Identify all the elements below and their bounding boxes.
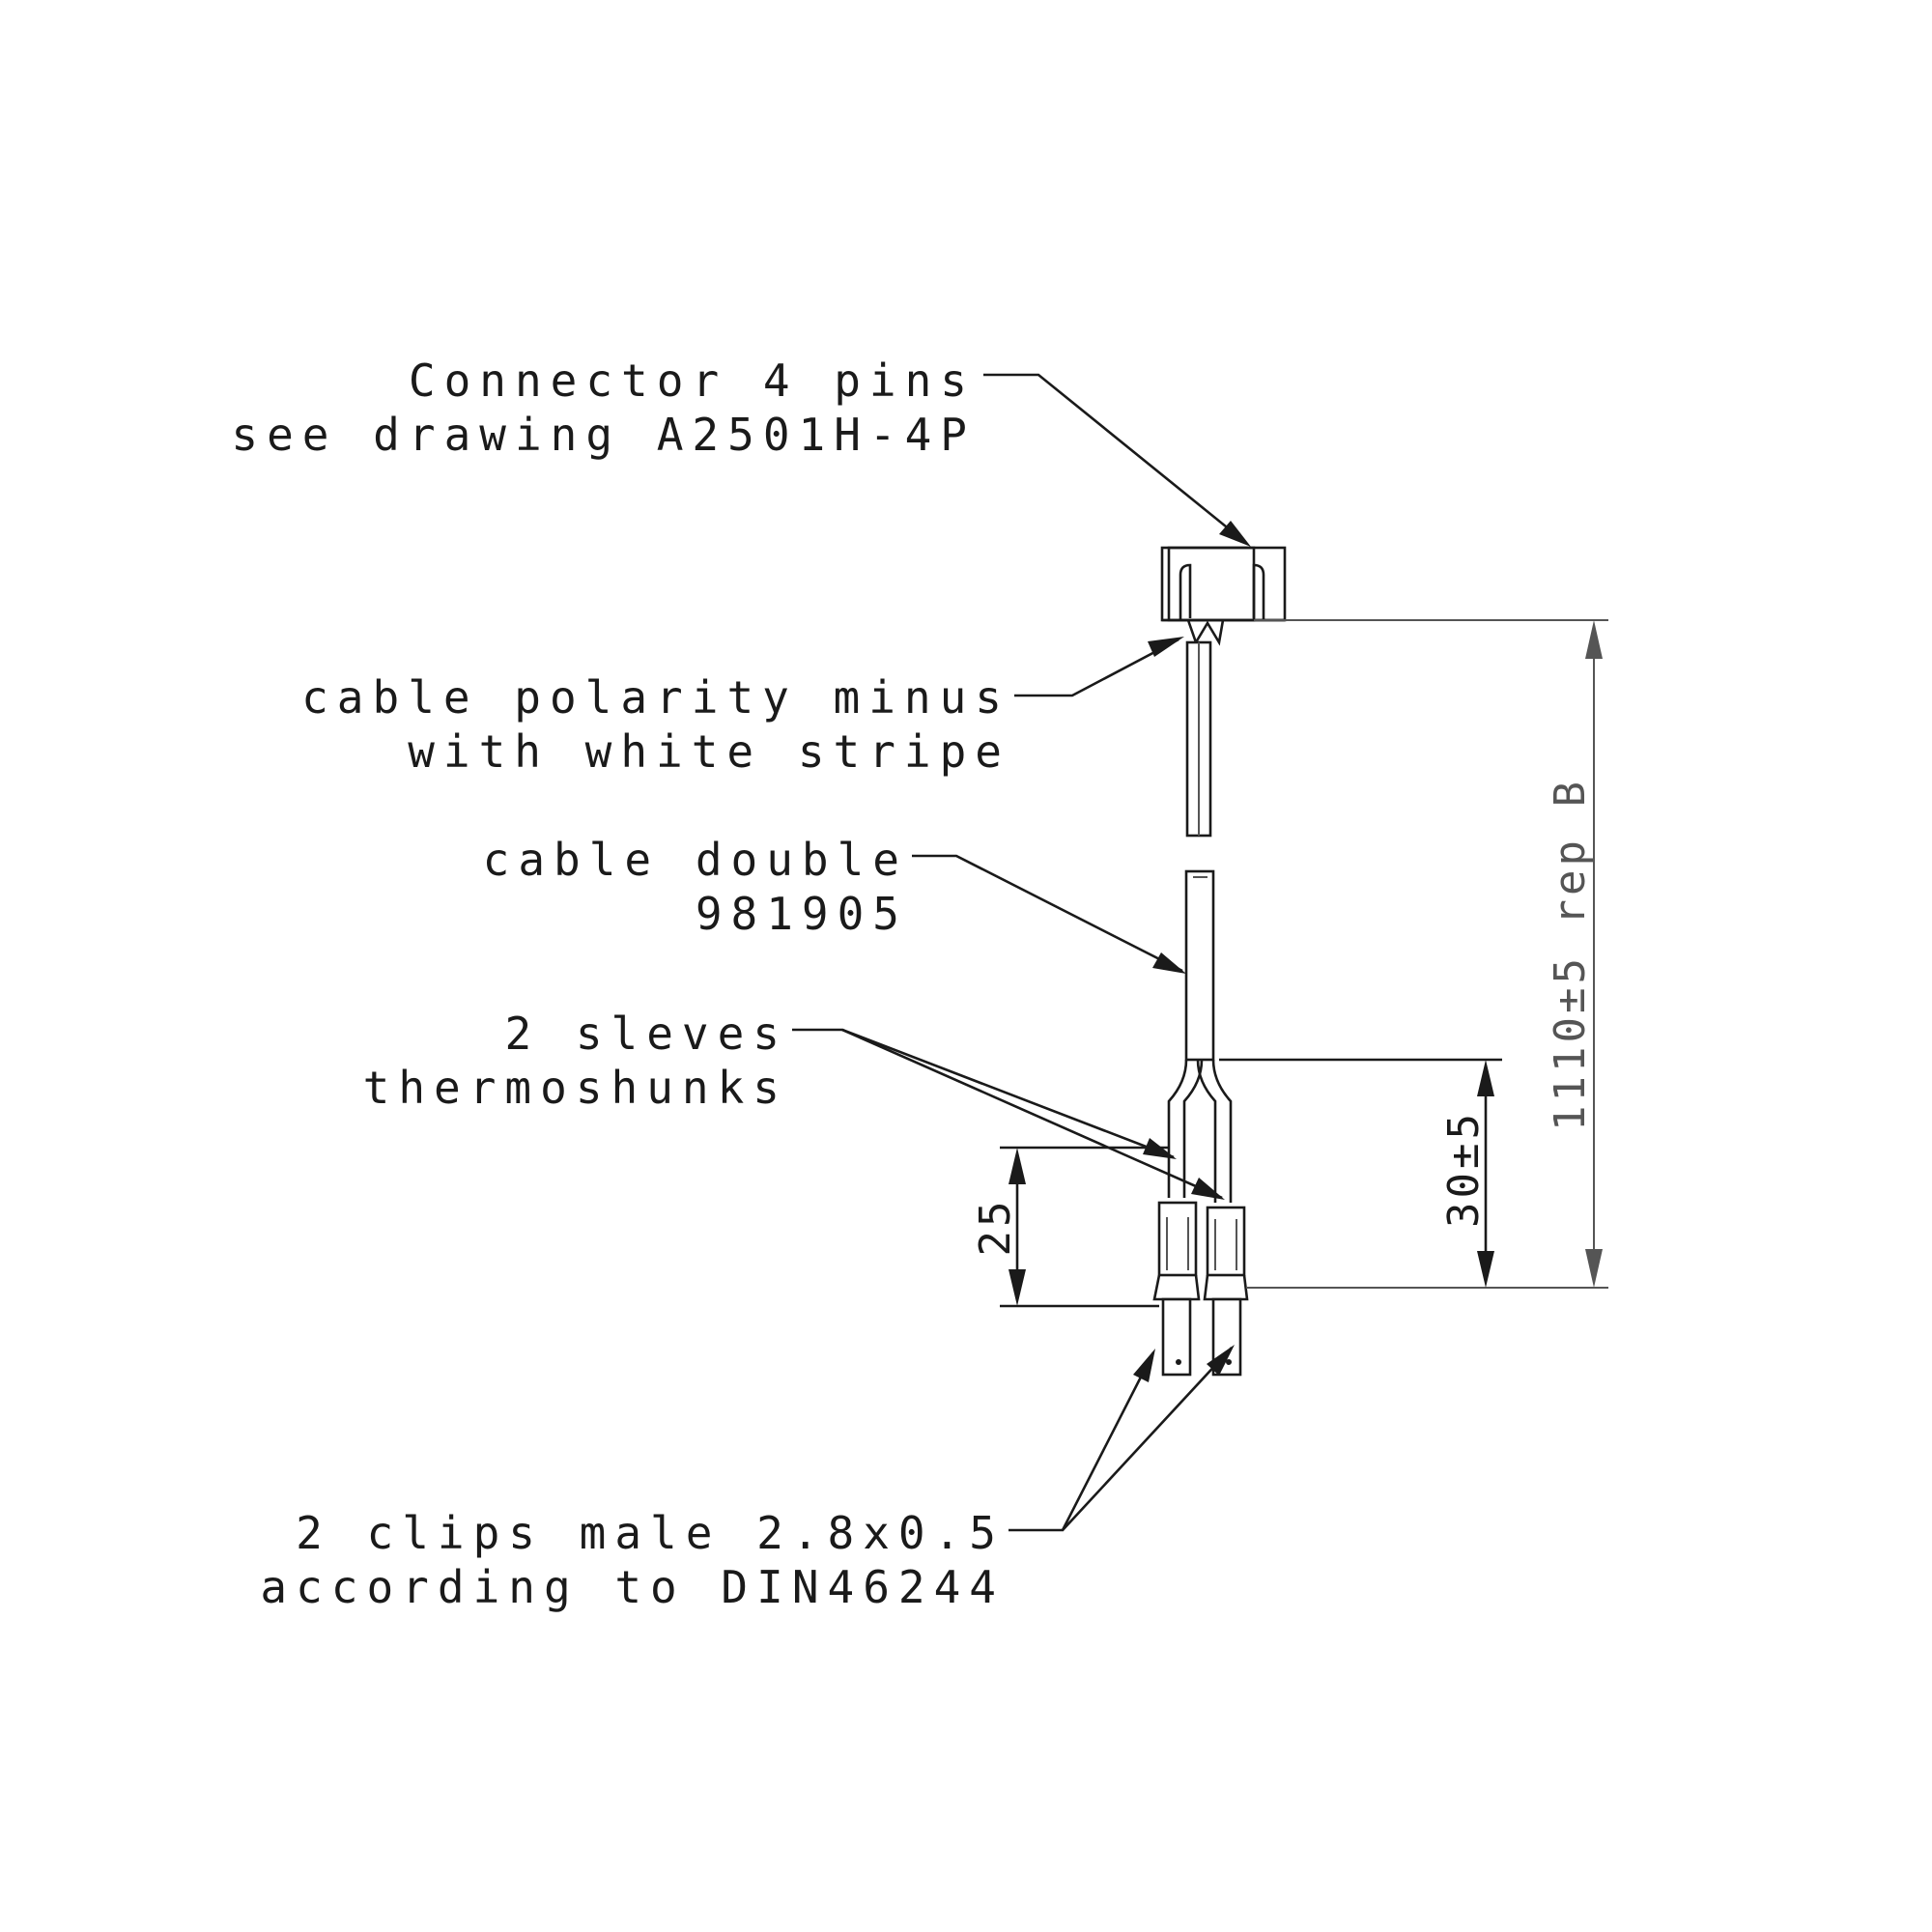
connector-4-pins — [1160, 546, 1287, 622]
dimension-sleeve: 25 — [971, 1146, 1169, 1308]
dimension-overall: 1110±5 rep B — [1246, 619, 1608, 1289]
callout-cable-double: cable double 981905 — [483, 834, 1186, 974]
dimension-sleeve-text: 25 — [971, 1198, 1020, 1257]
dimension-split-text: 30±5 — [1439, 1110, 1489, 1228]
cable-upper-segment — [1185, 619, 1225, 838]
dimension-overall-text: 1110±5 rep B — [1546, 778, 1595, 1131]
callout-polarity: cable polarity minus with white stripe — [301, 637, 1184, 778]
sleeves-and-clips — [1152, 1201, 1249, 1377]
callout-cable-line2: 981905 — [696, 888, 908, 940]
dimension-split: 30±5 — [1219, 1058, 1502, 1288]
callout-polarity-line2: with white stripe — [408, 725, 1010, 778]
callout-sleeves-line1: 2 sleves — [504, 1008, 788, 1060]
callout-clips-line1: 2 clips male 2.8x0.5 — [296, 1507, 1005, 1559]
callout-sleeves: 2 sleves thermoshunks — [363, 1008, 1225, 1200]
callout-clips-line2: according to DIN46244 — [260, 1561, 1005, 1613]
callout-connector-line1: Connector 4 pins — [409, 355, 976, 407]
callout-clips: 2 clips male 2.8x0.5 according to DIN462… — [260, 1345, 1235, 1613]
cable-double — [1167, 869, 1233, 1203]
callout-polarity-line1: cable polarity minus — [301, 671, 1010, 724]
callout-connector-line2: see drawing A2501H-4P — [231, 409, 976, 461]
callout-sleeves-line2: thermoshunks — [363, 1062, 788, 1114]
callout-connector: Connector 4 pins see drawing A2501H-4P — [231, 355, 1251, 547]
callout-cable-line1: cable double — [483, 834, 908, 886]
